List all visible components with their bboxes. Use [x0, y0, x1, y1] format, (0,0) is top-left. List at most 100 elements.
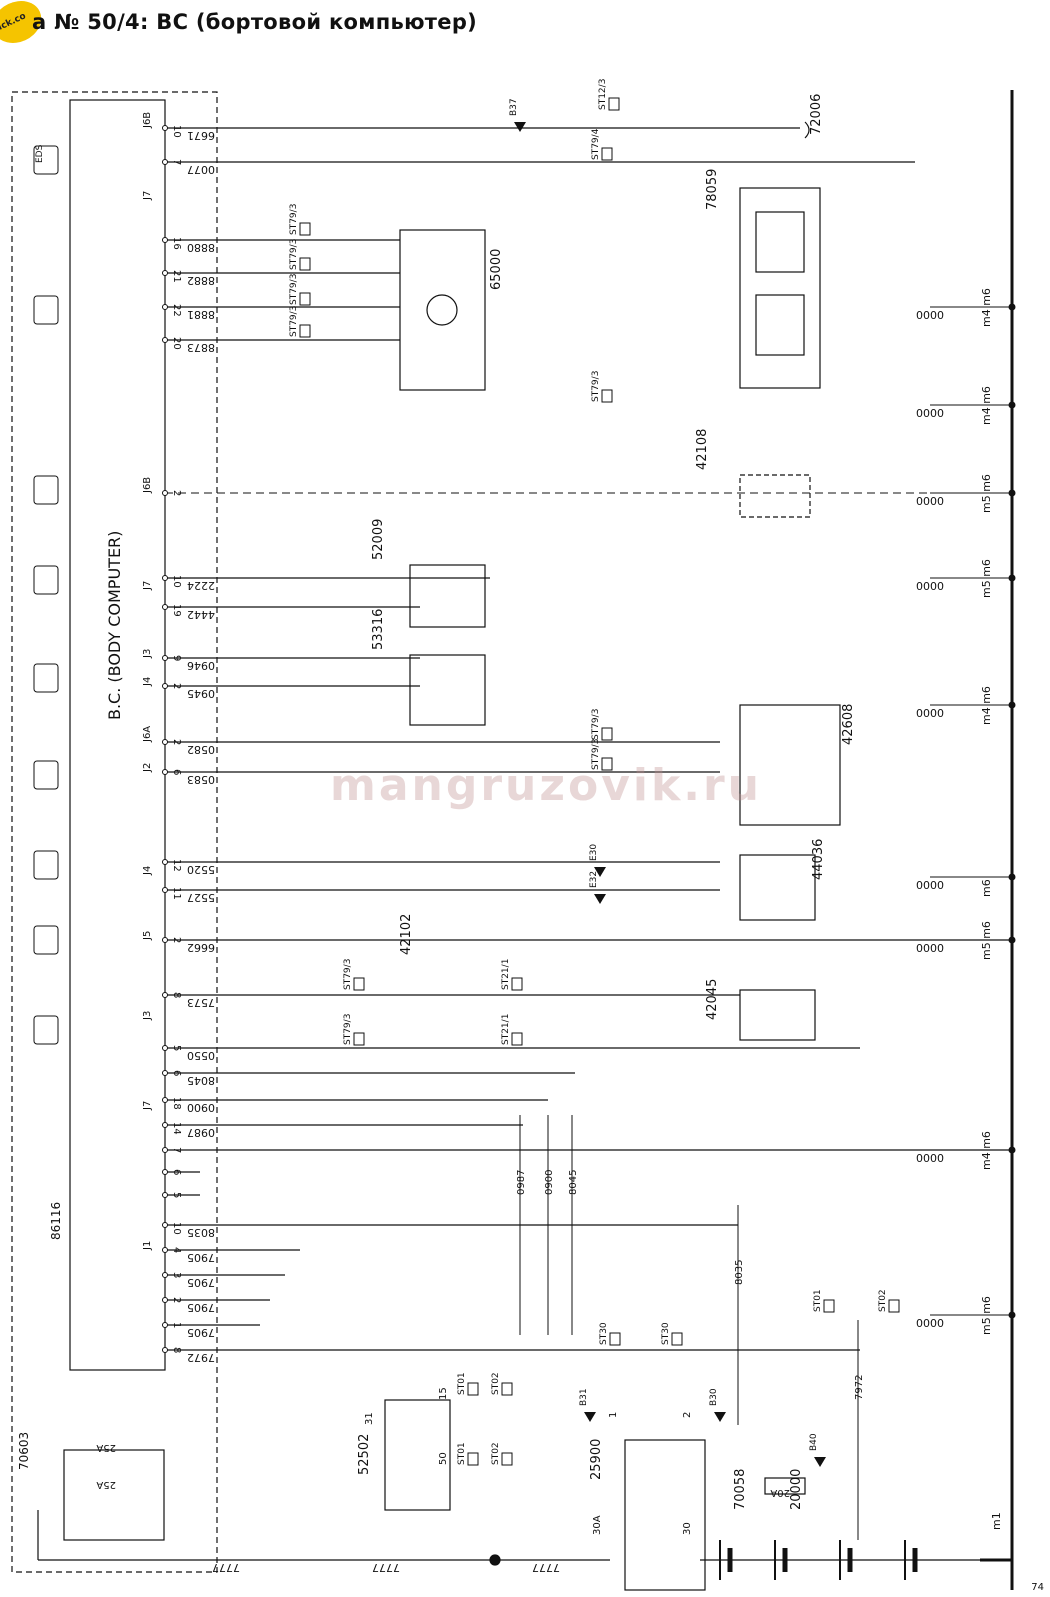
- pin-number: 6: [171, 1070, 182, 1076]
- switch-pin: 31: [364, 1412, 375, 1425]
- indicator-symbol-icon: [33, 850, 59, 880]
- splice-label: ST79/3: [591, 709, 601, 740]
- indicator-symbol-icon: [33, 663, 59, 693]
- splice-box: [467, 1452, 479, 1466]
- arrow-marker: [814, 1457, 826, 1467]
- splice-label: ST01: [457, 1372, 467, 1395]
- connector-label: J4: [142, 866, 153, 876]
- pin-terminal: [162, 1070, 168, 1076]
- ground-label: m5 m6: [980, 1296, 993, 1335]
- ignition-switch-52502: [384, 1399, 451, 1511]
- pin-terminal: [162, 655, 168, 661]
- pin-number: 3: [171, 1272, 182, 1278]
- pin-terminal: [162, 1222, 168, 1228]
- component-id: 70058: [733, 1469, 748, 1510]
- splice-label: ST02: [878, 1289, 888, 1312]
- marker-label: E32: [589, 871, 599, 888]
- connector-label: J4: [142, 677, 153, 687]
- wire-number: 4442: [187, 608, 215, 621]
- wire-number: 6662: [187, 941, 215, 954]
- indicator-symbol-icon: [33, 145, 59, 175]
- indicator-symbol-icon: [33, 925, 59, 955]
- wire-number: 7777: [532, 1561, 560, 1574]
- indicator-symbol-icon: [33, 565, 59, 595]
- switch-42108: [739, 474, 811, 518]
- wire-number: 8873: [187, 341, 215, 354]
- relay-25900: [624, 1439, 706, 1591]
- splice-label: ST79/3: [289, 204, 299, 235]
- fuse-label: 25A: [96, 1442, 116, 1453]
- pin-number: 8: [171, 1347, 182, 1353]
- pin-terminal: [162, 159, 168, 165]
- wire-number: 2224: [187, 579, 215, 592]
- wire-number: 0987: [516, 1170, 527, 1195]
- splice-box: [353, 1032, 365, 1046]
- splice-box: [609, 1332, 621, 1346]
- indicator-symbol-icon: [33, 1015, 59, 1045]
- pin-number: 12: [171, 859, 182, 872]
- pin-terminal: [162, 1247, 168, 1253]
- splice-box: [299, 324, 311, 338]
- pin-number: 2: [171, 739, 182, 745]
- pin-terminal: [162, 575, 168, 581]
- splice-label: ST01: [813, 1289, 823, 1312]
- pin-terminal: [162, 1045, 168, 1051]
- splice-label: ST30: [661, 1322, 671, 1345]
- connector-label: J6A: [142, 726, 153, 743]
- connector-label: J7: [142, 191, 153, 201]
- fuse-20a: [764, 1477, 806, 1495]
- splice-label: ST02: [491, 1442, 501, 1465]
- connector-label: J1: [142, 1241, 153, 1251]
- ground-label: m4 m6: [980, 686, 993, 725]
- ground-label: m4 m6: [980, 386, 993, 425]
- wire-number: 0946: [187, 659, 215, 672]
- wire-number: 8035: [187, 1226, 215, 1239]
- indicator-symbol-icon: [33, 475, 59, 505]
- pin-terminal: [162, 992, 168, 998]
- wire-number: 0583: [187, 773, 215, 786]
- splice-label: ST79/3: [343, 959, 353, 990]
- pin-terminal: [162, 1272, 168, 1278]
- component-id: 78059: [705, 169, 720, 210]
- switch-42608: [739, 704, 841, 826]
- splice-label: ST30: [599, 1322, 609, 1345]
- marker-label: B30: [709, 1388, 719, 1406]
- component-id: 52009: [371, 519, 386, 560]
- component-id: 72006: [809, 94, 824, 135]
- ground-label: m6: [980, 879, 993, 897]
- connector-label: J6B: [142, 112, 153, 129]
- pin-terminal: [162, 304, 168, 310]
- connector-label: J5: [142, 931, 153, 941]
- pin-number: 11: [171, 887, 182, 900]
- relay-pin: 2: [682, 1412, 693, 1418]
- connector-72006: [804, 121, 810, 139]
- splice-box: [299, 292, 311, 306]
- ground-wire-number: 0000: [916, 1316, 944, 1329]
- splice-box: [501, 1382, 513, 1396]
- pin-number: 22: [171, 304, 182, 317]
- watermark: mangruzovik.ru: [330, 760, 762, 811]
- splice-label: ST02: [491, 1372, 501, 1395]
- wire-number: 7573: [187, 996, 215, 1009]
- symbol-label: EDS: [35, 144, 45, 163]
- pin-terminal: [162, 887, 168, 893]
- wire-number: 5527: [187, 891, 215, 904]
- pin-number: 19: [171, 604, 182, 617]
- pin-number: 7: [171, 1147, 182, 1153]
- wire-number: 7777: [372, 1561, 400, 1574]
- component-id: 53316: [371, 609, 386, 650]
- relay-pin: 1: [608, 1412, 619, 1418]
- splice-box: [601, 757, 613, 771]
- ground-wire-number: 0000: [916, 1151, 944, 1164]
- relay-pin: 30: [682, 1522, 693, 1535]
- pin-number: 2: [171, 1297, 182, 1303]
- fuse-block-70603: [63, 1449, 165, 1541]
- splice-box: [467, 1382, 479, 1396]
- ground-wire-number: 0000: [916, 494, 944, 507]
- pin-number: 2: [171, 937, 182, 943]
- switch-pin: 50: [438, 1452, 449, 1465]
- pin-terminal: [162, 270, 168, 276]
- splice-box: [299, 222, 311, 236]
- pin-terminal: [162, 859, 168, 865]
